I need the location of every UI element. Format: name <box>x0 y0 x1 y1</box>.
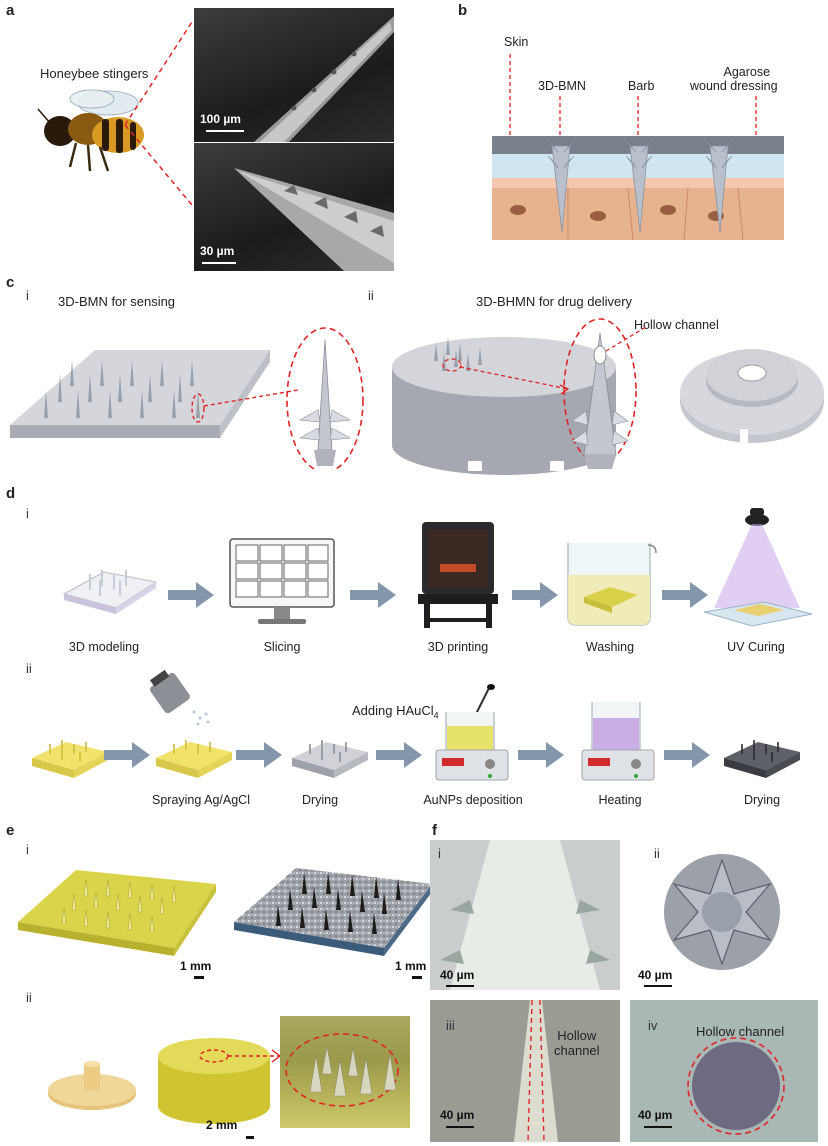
step-3d-printing: 3D printing <box>427 640 489 654</box>
scale-bar-line <box>446 1126 474 1128</box>
arrow-step-i-4 <box>662 582 708 608</box>
zoom-arrow-e <box>228 1049 282 1063</box>
scale-f-iv: 40 µm <box>638 1108 673 1122</box>
icon-washing-beaker <box>567 543 657 626</box>
photo-resin-array <box>18 870 216 956</box>
step-spraying: Spraying Ag/AgCl <box>152 793 250 807</box>
icon-heating-stirrer <box>581 702 655 781</box>
icon-auNPs-deposition-stirrer <box>435 684 509 781</box>
arrow-step-ii-4 <box>518 742 564 768</box>
scale-bar-line <box>202 262 236 264</box>
sublabel-f-iii: iii <box>446 1018 455 1033</box>
scale-bar-line <box>644 985 672 987</box>
label-hollow-channel-f-iii: Hollow channel <box>554 1028 600 1058</box>
micrograph-f-i <box>430 840 620 990</box>
title-3d-bhmn-drug: 3D-BHMN for drug delivery <box>476 294 633 309</box>
icon-resin-substrate <box>32 740 108 778</box>
label-skin: Skin <box>504 35 529 49</box>
panel-label-e: e <box>6 822 15 839</box>
sublabel-d-i: i <box>26 506 29 521</box>
micrograph-f-iv <box>630 1000 818 1142</box>
photo-bhmn-holder <box>158 1038 270 1124</box>
scale-f-i: 40 µm <box>440 968 475 982</box>
scale-bar-line <box>194 976 204 979</box>
step-drying-2: Drying <box>743 793 781 807</box>
arrow-step-ii-1 <box>104 742 150 768</box>
label-3d-bmn: 3D-BMN <box>538 79 586 93</box>
step-heating: Heating <box>598 793 642 807</box>
scale-e-1mm-b: 1 mm <box>395 959 427 973</box>
panel-label-c: c <box>6 274 15 291</box>
scale-bar-line <box>246 1136 254 1139</box>
arrow-step-i-1 <box>168 582 214 608</box>
label-hollow-channel-c: Hollow channel <box>634 318 719 332</box>
arrow-step-ii-5 <box>664 742 710 768</box>
step-3d-modeling: 3D modeling <box>68 640 140 654</box>
skin-cross-section-diagram <box>492 54 784 241</box>
arrow-step-i-3 <box>512 582 558 608</box>
micrograph-f-iii <box>430 1000 620 1142</box>
scale-bar-line <box>446 985 474 987</box>
photo-bhmn-base <box>48 1061 136 1110</box>
panel-label-d: d <box>6 485 16 502</box>
honeybee-illustration <box>37 89 144 172</box>
panel-label-b: b <box>458 2 468 19</box>
arrow-step-i-2 <box>350 582 396 608</box>
scale-f-ii: 40 µm <box>638 968 673 982</box>
icon-3d-printer <box>418 522 498 628</box>
title-3d-bmn-sensing: 3D-BMN for sensing <box>58 294 176 309</box>
scale-bar-100um: 100 µm <box>200 112 241 126</box>
photo-bhmn-closeup <box>280 1016 410 1128</box>
label-hollow-channel-f-iv: Hollow channel <box>696 1024 785 1039</box>
scale-e-2mm: 2 mm <box>206 1118 238 1132</box>
bmn-array-3d-diagram <box>10 327 364 470</box>
icon-uv-curing <box>703 508 813 627</box>
sublabel-f-iv: iv <box>648 1018 658 1033</box>
label-barb: Barb <box>628 79 655 93</box>
icon-final-array-dark <box>724 740 800 778</box>
scale-bar-30um: 30 µm <box>200 244 235 258</box>
sem-image-stinger-top <box>194 8 394 142</box>
arrow-step-ii-2 <box>236 742 282 768</box>
sublabel-f-i: i <box>438 846 441 861</box>
label-agarose: Agarose wound dressing <box>690 65 778 93</box>
sem-image-stinger-bottom <box>194 143 394 271</box>
icon-3d-modeling <box>62 570 158 614</box>
arrow-step-ii-3 <box>376 742 422 768</box>
step-drying-1: Drying <box>301 793 339 807</box>
panel-label-a: a <box>6 2 15 19</box>
step-slicing: Slicing <box>263 640 301 654</box>
scale-f-iii: 40 µm <box>440 1108 475 1122</box>
scale-bar-line <box>206 130 244 132</box>
sublabel-f-ii: ii <box>654 846 660 861</box>
icon-spraying-agagcl <box>149 669 232 778</box>
step-washing: Washing <box>585 640 635 654</box>
sublabel-e-ii: ii <box>26 990 32 1005</box>
label-adding-haucl4: Adding HAuCl4 <box>352 703 439 721</box>
panel-label-f: f <box>432 822 437 839</box>
scale-bar-line <box>644 1126 672 1128</box>
scale-e-1mm-a: 1 mm <box>180 959 212 973</box>
scale-bar-line <box>412 976 422 979</box>
sublabel-c-ii: ii <box>368 288 374 303</box>
step-aunps-deposition: AuNPs deposition <box>423 793 523 807</box>
zoom-dashed-lines <box>124 21 193 206</box>
sublabel-e-i: i <box>26 842 29 857</box>
bhmn-holder-3d-diagram <box>392 318 824 475</box>
step-uv-curing: UV Curing <box>727 640 785 654</box>
icon-dried-array-grey <box>292 740 368 778</box>
icon-slicing-monitor <box>229 538 335 624</box>
photo-coated-array <box>234 868 432 956</box>
micrograph-f-ii <box>630 840 818 990</box>
sublabel-c-i: i <box>26 288 29 303</box>
honeybee-label: Honeybee stingers <box>40 66 149 81</box>
sublabel-d-ii: ii <box>26 661 32 676</box>
